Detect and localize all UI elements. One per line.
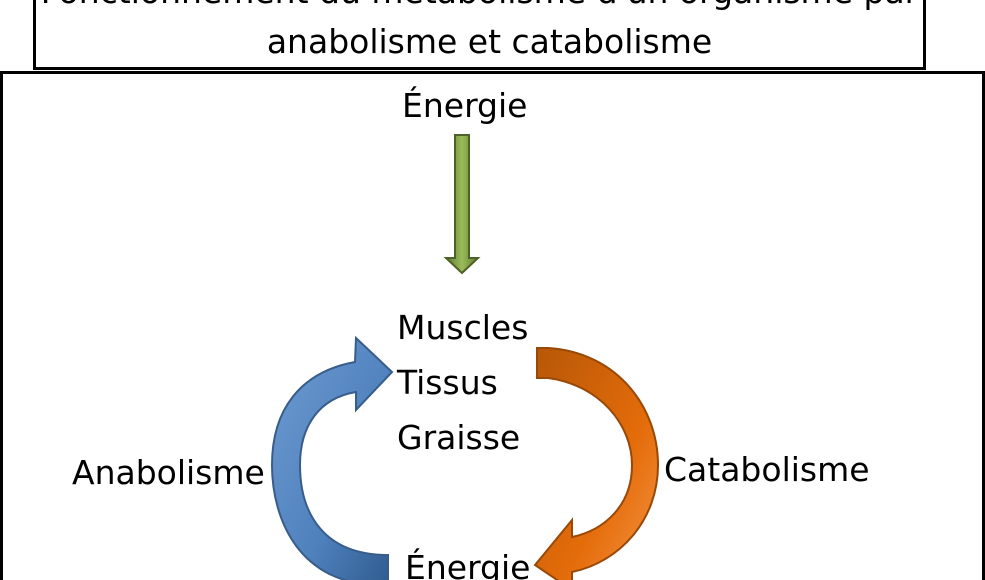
energy-bottom-label: Énergie (405, 548, 531, 580)
energy-top-label: Énergie (402, 86, 528, 125)
center-item-muscles: Muscles (397, 308, 529, 347)
center-item-graisse: Graisse (397, 418, 521, 457)
title-box: Fonctionnement du métabolisme d'un organ… (33, 0, 926, 70)
catabolism-arrow (533, 347, 660, 580)
catabolism-label: Catabolisme (664, 450, 870, 489)
diagram-frame (0, 71, 985, 580)
title-line-1: Fonctionnement du métabolisme d'un organ… (36, 0, 923, 12)
center-item-tissus: Tissus (397, 363, 498, 402)
anabolism-label: Anabolisme (72, 453, 265, 492)
anabolism-arrow (270, 335, 394, 580)
energy-down-arrow (443, 134, 481, 275)
title-line-2: anabolisme et catabolisme (266, 22, 713, 61)
